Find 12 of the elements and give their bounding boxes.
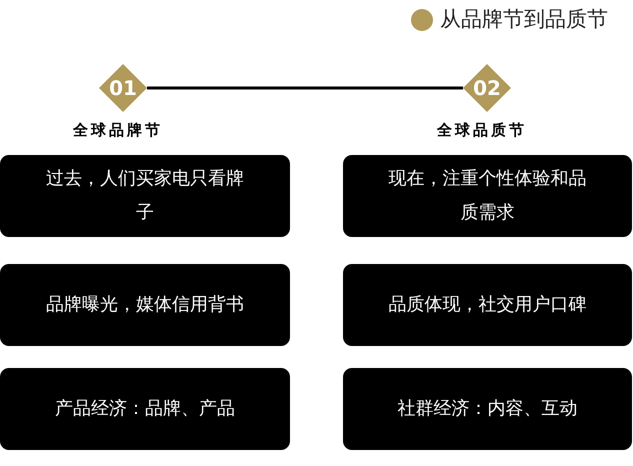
step-label: 全球品质节 (437, 121, 527, 140)
text-box: 品牌曝光，媒体信用背书 (0, 264, 290, 346)
step-diamond: 01 (99, 64, 147, 112)
text-box: 社群经济：内容、互动 (343, 368, 632, 450)
text-box: 产品经济：品牌、产品 (0, 368, 290, 450)
step-label: 全球品牌节 (73, 121, 163, 140)
connector-line (147, 86, 463, 90)
text-box: 品质体现，社交用户口碑 (343, 264, 632, 346)
title: 从品牌节到品质节 (440, 6, 608, 33)
text-box: 过去，人们买家电只看牌子 (0, 155, 290, 237)
step-diamond: 02 (463, 64, 511, 112)
text-box: 现在，注重个性体验和品质需求 (343, 155, 632, 237)
